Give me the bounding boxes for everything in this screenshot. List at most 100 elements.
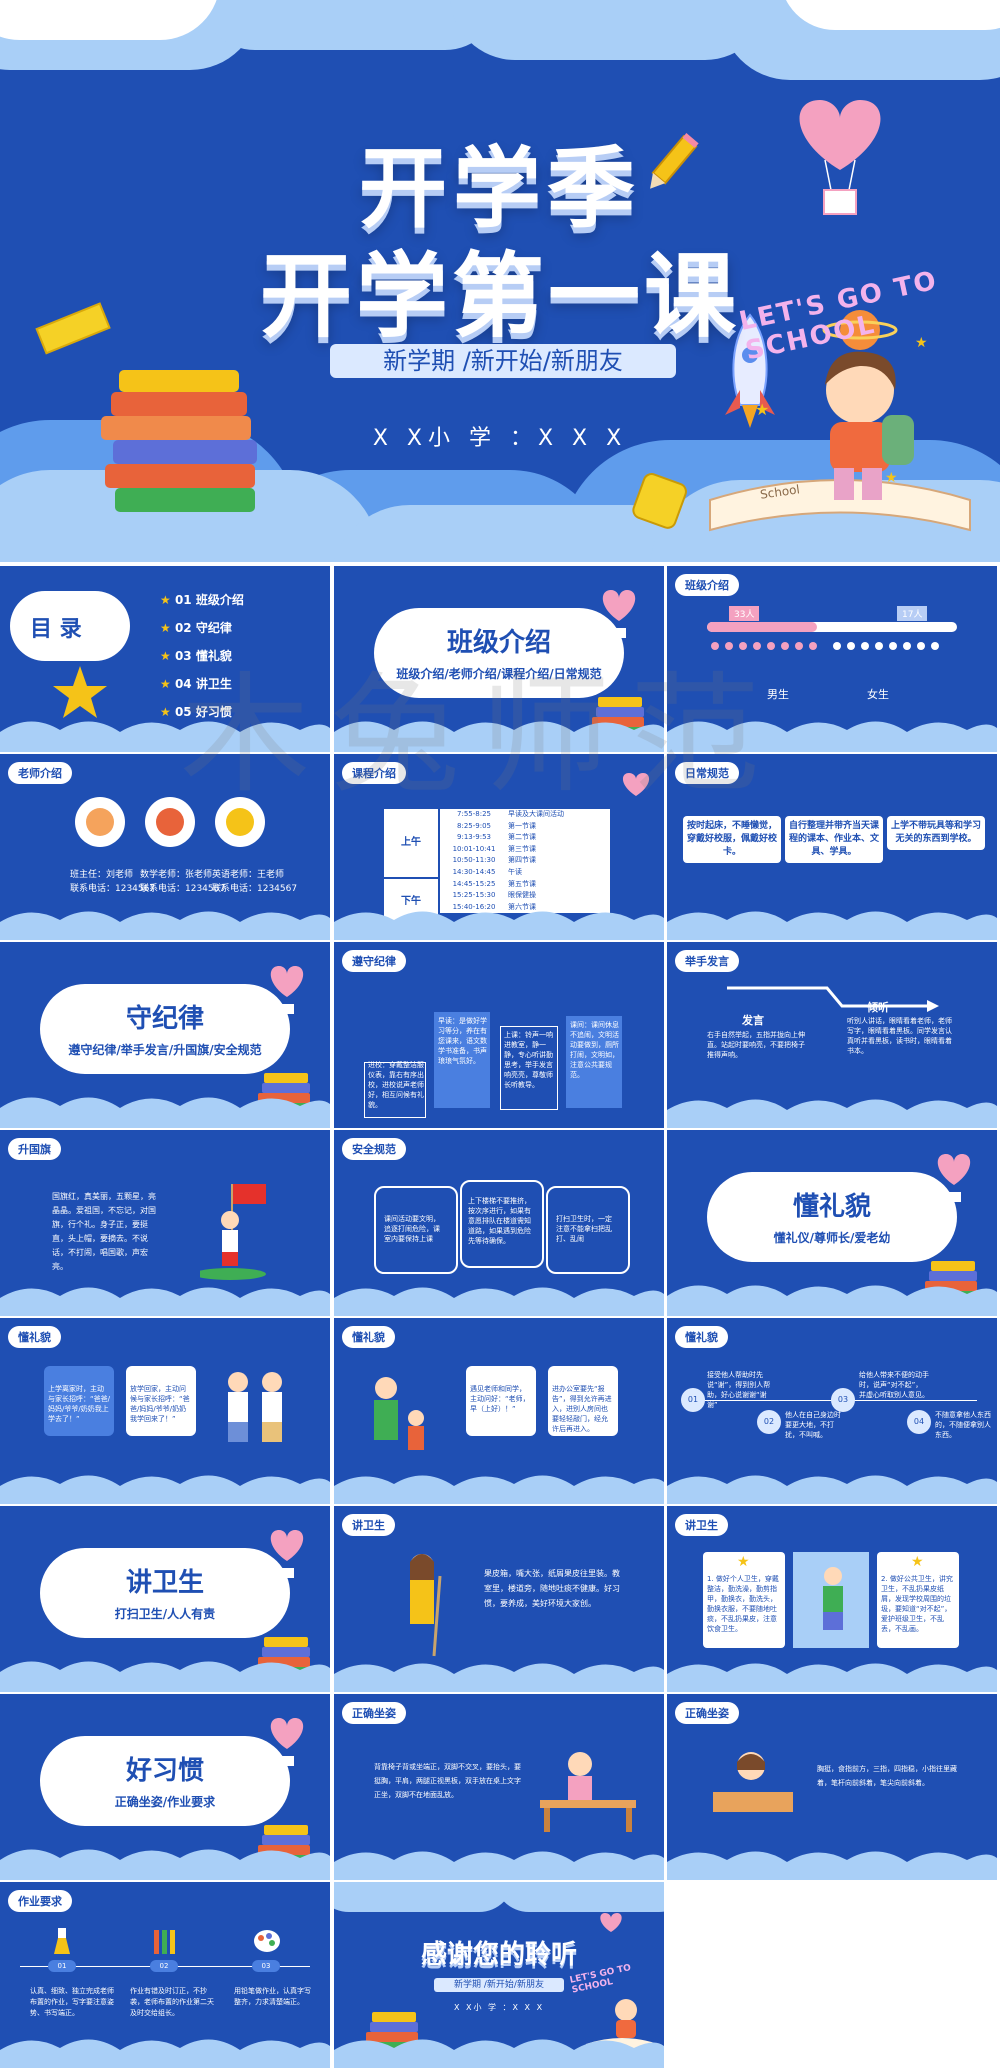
card — [703, 1552, 785, 1648]
contents-item[interactable]: ★ 02 守纪律 — [160, 621, 232, 635]
slide-flag: 升国旗 国旗红，真美丽，五颗星，亮晶晶。爱祖国，不忘记，对国旗，行个礼。身子正，… — [0, 1130, 330, 1316]
kid-on-book-illustration — [709, 351, 971, 532]
books-icon — [101, 370, 257, 512]
slide-tag: 懂礼貌 — [342, 1326, 395, 1348]
slide-hygiene-cover: 讲卫生 打扫卫生/人人有责 — [0, 1506, 330, 1692]
cover-title: 好习惯 — [125, 1756, 204, 1786]
cloud — [10, 591, 130, 661]
pencil-icon — [650, 133, 699, 189]
girls-label: 女生 — [867, 688, 889, 701]
discipline-item: 进校：穿戴整洁服仪表，靠右有序出校，进校说声老师好，相互问候有礼貌。 — [368, 1061, 424, 1109]
palette-icon — [254, 1930, 280, 1952]
star-icon: ★ — [737, 1554, 750, 1570]
slide-safety: 安全规范 课间活动要文明，追逐打闹危险，课室内要保持上课 上下楼梯不要推挤，按次… — [334, 1130, 664, 1316]
cover-cloud: 守纪律 遵守纪律/举手发言/升国旗/安全规范 — [40, 984, 290, 1074]
slide-thanks: 感谢您的聆听 新学期 /新开始/新朋友 X X小 学 ：X X X LET'S … — [334, 1882, 664, 2068]
step-frame — [500, 1026, 558, 1110]
heart-balloon-icon — [622, 773, 650, 796]
step-frame — [364, 1062, 426, 1118]
homework-item: 认真、细致、独立完成老师布置的作业，写字要注意姿势、书写端正。 — [30, 1987, 114, 2017]
slide-tag: 讲卫生 — [342, 1514, 395, 1536]
hygiene-text: 果皮箱，嘴大张，纸屑果皮往里装。教室里，楼道旁，随地吐痰不健康。好习惯，要养成，… — [484, 1569, 620, 1608]
cover-cloud: 懂礼貌 懂礼仪/尊师长/爱老幼 — [707, 1172, 957, 1262]
safety-item: 打扫卫生时，一定注意不能拿扫把乱打、乱闹 — [556, 1215, 612, 1243]
slide-contents: 目 录 ★ 01 班级介绍 ★ 02 守纪律 ★ 03 懂礼貌 ★ 04 讲卫生… — [0, 566, 330, 752]
posture-text: 胸挺，食指前方，三指，四指稳，小指往里藏着，笔杆向前斜着，笔尖向前斜着。 — [817, 1765, 957, 1787]
speak-label: 发言 — [742, 1014, 764, 1027]
cloud-bottom — [334, 1287, 664, 1316]
boy-illustration — [823, 1567, 843, 1630]
step-number: 02 — [150, 1960, 178, 1972]
cover-cloud: 讲卫生 打扫卫生/人人有责 — [40, 1548, 290, 1638]
slide-tag: 正确坐姿 — [675, 1702, 739, 1724]
cloud-bottom — [667, 911, 997, 940]
cloud-bottom — [0, 1475, 330, 1504]
gender-bar — [707, 622, 957, 632]
manners-item: 给他人带来不便的动手时，说声“对不起”，并虚心听取别人意见。 — [859, 1371, 929, 1399]
posture-text: 背靠椅子背或坐端正，双脚不交叉，要抬头，要挺胸，平肩，两腿正视黑板，双手放在桌上… — [374, 1763, 521, 1799]
star-icon: ★ — [160, 621, 175, 635]
cloud-bottom — [334, 2039, 664, 2068]
listen-label: 倾听 — [867, 1001, 889, 1014]
manners-item: 放学回家，主动问候与家长招呼：“爸爸/妈妈/爷爷/奶奶我学回来了！” — [130, 1385, 190, 1423]
star-icon: ★ — [911, 1554, 924, 1570]
boys-count: 33人 — [729, 606, 760, 621]
slide-tag: 讲卫生 — [675, 1514, 728, 1536]
hero-title-line2: 开学第一课 — [259, 243, 740, 350]
slide-tag: 班级介绍 — [675, 574, 739, 596]
cover-subtitle: 遵守纪律/举手发言/升国旗/安全规范 — [68, 1043, 262, 1057]
heart-balloon-icon — [270, 1718, 304, 1766]
step-frame — [566, 1016, 622, 1108]
contents-item[interactable]: ★ 05 好习惯 — [160, 705, 232, 719]
teacher-1: 班主任：刘老师联系电话：1234567 — [70, 870, 156, 894]
slide-tag: 正确坐姿 — [342, 1702, 406, 1724]
contents-item[interactable]: ★ 03 懂礼貌 — [160, 649, 232, 663]
star-icon: ★ — [160, 649, 175, 663]
am-label: 上午 — [384, 809, 438, 877]
cloud-bottom — [334, 1475, 664, 1504]
cover-title: 讲卫生 — [125, 1568, 204, 1598]
star-icon: ★ — [915, 335, 928, 351]
glue-bottle-icon — [632, 473, 687, 529]
cloud-bottom — [334, 911, 664, 940]
slide-tag: 作业要求 — [8, 1890, 72, 1912]
boys-bar — [707, 622, 817, 632]
planet-icon — [822, 310, 898, 350]
star-icon: ★ — [160, 677, 175, 691]
cover-subtitle: 打扫卫生/人人有责 — [114, 1607, 216, 1621]
safety-frame — [374, 1186, 458, 1274]
cloud-bottom — [0, 911, 330, 940]
contents-item[interactable]: ★ 04 讲卫生 — [160, 677, 232, 691]
slide-tag: 课程介绍 — [342, 762, 406, 784]
hygiene-item: 2. 做好公共卫生，讲究卫生，不乱扔果皮纸屑，发现学校周围的垃圾，要知道“对不起… — [881, 1575, 953, 1633]
contents-item[interactable]: ★ 01 班级介绍 — [160, 593, 244, 607]
card — [44, 1366, 114, 1436]
hero-school: X X小 学 ：X X X — [372, 426, 628, 451]
safety-item: 课间活动要文明，追逐打闹危险，课室内要保持上课 — [384, 1215, 440, 1243]
cloud-bottom — [334, 1851, 664, 1880]
card — [126, 1366, 196, 1436]
thanks-title: 感谢您的聆听 — [420, 1940, 577, 1970]
speak-text: 右手自然举起，五指并拢向上伸直。站起时要响亮，不要把椅子推得声响。 — [707, 1031, 805, 1059]
cloud-bottom — [667, 1663, 997, 1692]
homework-item: 用铅笔做作业，认真字写整齐，力求清楚端正。 — [234, 1987, 311, 2006]
heart-balloon-icon — [600, 1913, 622, 1932]
cloud-bottom — [667, 1099, 997, 1128]
star-icon: ★ — [160, 593, 175, 607]
cloud — [334, 1882, 514, 1912]
hero-subtitle: 新学期 /新开始/新朋友 — [330, 344, 676, 378]
slide-discipline: 遵守纪律 进校：穿戴整洁服仪表，靠右有序出校，进校说声老师好，相互问候有礼貌。 … — [334, 942, 664, 1128]
listen-text: 听别人讲话，眼睛看着老师，老师写字，眼睛看着黑板。同学发言认真听并看黑板，读书时… — [847, 1017, 952, 1055]
discipline-item: 上课：铃声一响进教室，静一静，专心听讲勤思考，举手发言响亮亮，尊敬师长听教导。 — [504, 1031, 553, 1089]
manners-item: 不随意拿他人东西的，不随便拿别人东西。 — [935, 1411, 991, 1439]
homework-item: 作业有错及时订正，不抄袭，老师布置的作业第二天及时交给组长。 — [130, 1987, 214, 2017]
cloud-bottom — [667, 1285, 997, 1316]
flag-text: 国旗红，真美丽，五颗星，亮晶晶。爱祖国，不忘记，对国旗，行个礼。身子正，要挺直，… — [52, 1192, 156, 1271]
cloud-bottom — [0, 1287, 330, 1316]
slide-tag: 懂礼貌 — [675, 1326, 728, 1348]
